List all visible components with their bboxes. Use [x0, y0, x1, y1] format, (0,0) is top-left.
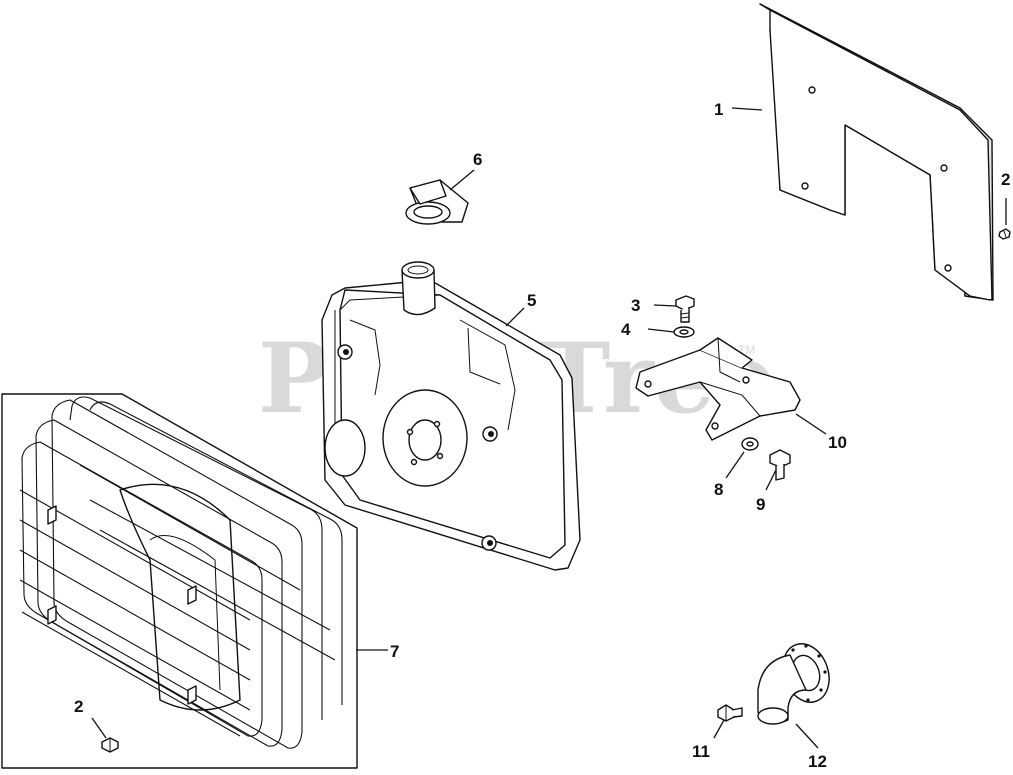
callout-11: 11 [692, 742, 710, 761]
leader-lines [91, 107, 1007, 749]
part-11-screw[interactable] [717, 704, 743, 722]
callout-9: 9 [756, 495, 765, 514]
part-12-elbow-outlet[interactable] [757, 637, 837, 725]
part-2-screw-left[interactable] [101, 737, 119, 753]
part-1-heat-shield[interactable] [759, 3, 994, 301]
callouts: 1 2 2 3 4 5 6 7 8 9 10 11 12 [74, 100, 1010, 771]
callout-3: 3 [631, 296, 640, 315]
part-4-washer[interactable] [673, 326, 695, 338]
callout-2-left: 2 [74, 697, 83, 716]
part-7-screen-assembly[interactable] [1, 393, 358, 769]
part-2-screw-right[interactable] [998, 228, 1011, 240]
part-6-clamp[interactable] [405, 179, 469, 225]
callout-10: 10 [828, 433, 847, 452]
callout-2-right: 2 [1001, 170, 1010, 189]
callout-1: 1 [714, 100, 723, 119]
callout-8: 8 [714, 480, 723, 499]
part-9-bolt[interactable] [769, 449, 791, 481]
part-10-bracket[interactable] [635, 337, 801, 441]
callout-6: 6 [473, 150, 482, 169]
callout-7: 7 [390, 642, 399, 661]
callout-5: 5 [527, 291, 536, 310]
part-5-muffler[interactable] [321, 261, 581, 571]
part-8-washer[interactable] [741, 437, 759, 451]
part-3-bolt[interactable] [675, 295, 695, 323]
callout-12: 12 [808, 752, 827, 771]
callout-4: 4 [621, 320, 631, 339]
